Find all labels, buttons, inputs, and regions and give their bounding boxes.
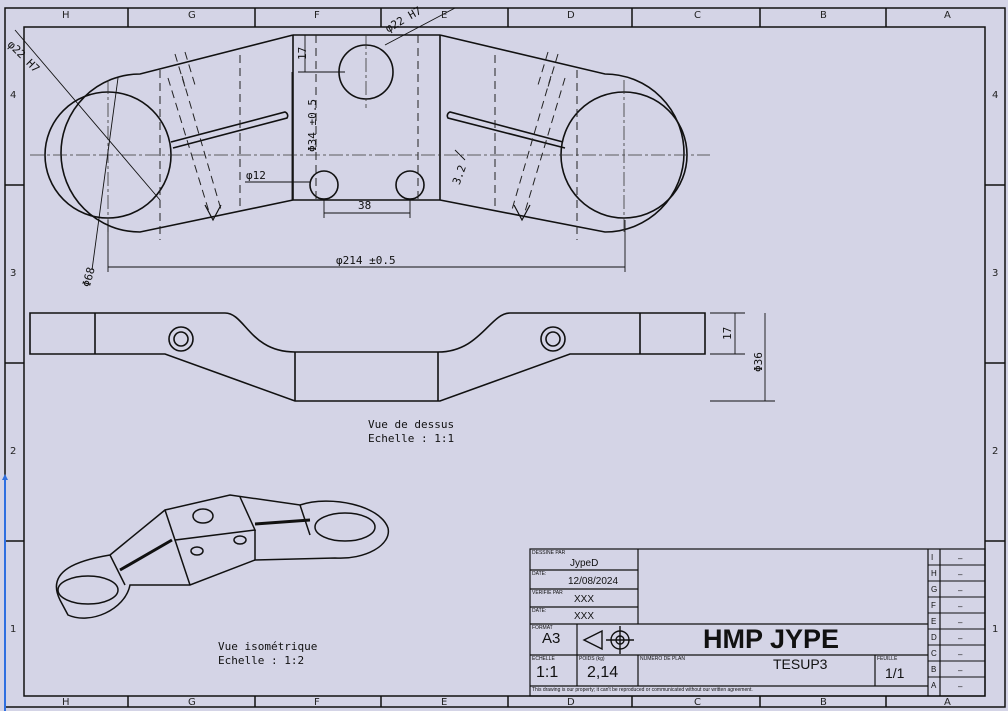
format-label: FORMAT — [532, 625, 553, 631]
zone-label-bottom-a: A — [944, 697, 951, 708]
zone-label-top-g: G — [188, 10, 196, 21]
zone-label-top-c: C — [694, 10, 701, 21]
zone-label-left-2: 2 — [10, 446, 17, 457]
dim-17-top: 17 — [296, 46, 309, 60]
revision-mark-e: – — [958, 618, 963, 627]
dimension-lines — [14, 7, 626, 272]
zone-label-bottom-h: H — [62, 697, 70, 708]
drill-points — [204, 204, 531, 222]
checked-date: XXX — [574, 611, 595, 622]
revision-letter-g: G — [931, 585, 938, 594]
zone-label-right-4: 4 — [992, 90, 999, 101]
revision-letter-d: D — [931, 633, 937, 642]
dim-dia-214: φ214 ±0.5 — [336, 254, 396, 267]
dim-12: φ12 — [246, 169, 266, 182]
zone-label-bottom-c: C — [694, 697, 701, 708]
revision-mark-d: – — [958, 634, 963, 643]
zone-label-right-2: 2 — [992, 446, 999, 457]
scale-label: ECHELLE — [532, 656, 555, 662]
disclaimer: This drawing is our property; it can't b… — [532, 687, 753, 693]
sheet-frame — [4, 7, 1006, 708]
top-view-hidden-lines — [159, 35, 578, 240]
title-block-frame — [529, 548, 986, 697]
revision-mark-g: – — [958, 586, 963, 595]
revision-mark-f: – — [958, 602, 963, 611]
company-name: HMP JYPE — [703, 624, 840, 654]
revision-letter-b: B — [931, 665, 937, 674]
zone-label-top-h: H — [62, 10, 70, 21]
zone-label-left-3: 3 — [10, 268, 17, 279]
revision-letter-e: E — [931, 617, 937, 626]
paper-format: A3 — [542, 630, 561, 647]
side-view-dims — [710, 312, 775, 402]
revision-mark-c: – — [958, 650, 963, 659]
zone-label-right-1: 1 — [992, 624, 999, 635]
zone-label-left-1: 1 — [10, 624, 17, 635]
selection-arrow-icon — [2, 474, 8, 480]
revision-letter-a: A — [931, 681, 937, 690]
revision-mark-b: – — [958, 666, 963, 675]
drawing-scale: 1:1 — [536, 664, 559, 681]
checked-by: XXX — [574, 594, 595, 605]
revision-letter-i: I — [931, 553, 934, 562]
side-view — [29, 312, 706, 402]
zone-label-bottom-f: F — [314, 697, 320, 708]
zone-label-right-3: 3 — [992, 268, 999, 279]
part-weight: 2,14 — [587, 664, 619, 681]
zone-label-top-d: D — [567, 10, 575, 21]
revision-letter-f: F — [931, 601, 936, 610]
revision-rows — [928, 564, 985, 678]
zone-label-bottom-d: D — [567, 697, 575, 708]
sheet-label: FEUILLE — [877, 656, 898, 662]
drawing-date: 12/08/2024 — [568, 576, 619, 587]
dim-dia-36: Φ36 — [752, 352, 765, 372]
iso-view-scale: Echelle : 1:2 — [218, 654, 305, 667]
revision-mark-h: – — [958, 570, 963, 579]
drawn-by-label: DESSINE PAR — [532, 550, 566, 556]
revision-letter-c: C — [931, 649, 937, 658]
zone-label-top-e: E — [441, 10, 448, 21]
projection-symbol — [582, 626, 634, 654]
top-view-center-lines — [30, 35, 710, 232]
part-number: TESUP3 — [773, 656, 828, 672]
date-label: DATE: — [532, 571, 547, 577]
zone-label-bottom-g: G — [188, 697, 196, 708]
selection-indicator[interactable] — [4, 478, 6, 711]
dim-34: Φ34 ±0.5 — [306, 99, 319, 152]
weight-label: POIDS (kg) — [579, 656, 605, 662]
date2-label: DATE: — [532, 608, 547, 614]
number-label: NUMERO DE PLAN — [640, 656, 686, 662]
top-view-title: Vue de dessus — [368, 418, 455, 431]
zone-label-left-4: 4 — [10, 90, 17, 101]
revision-mark-a: – — [958, 682, 963, 691]
zone-label-bottom-e: E — [441, 697, 448, 708]
revision-mark-i: – — [958, 554, 963, 563]
iso-view-title: Vue isométrique — [218, 640, 318, 653]
zone-label-top-f: F — [314, 10, 320, 21]
sheet-number: 1/1 — [885, 665, 905, 681]
revision-letter-h: H — [931, 569, 937, 578]
checked-label: VERIFIE PAR — [532, 590, 563, 596]
drawn-by: JypeD — [570, 558, 599, 569]
dim-38: 38 — [358, 199, 372, 212]
top-view-scale: Echelle : 1:1 — [368, 432, 455, 445]
zone-label-bottom-b: B — [820, 697, 827, 708]
dim-17-side: 17 — [721, 326, 734, 340]
isometric-view — [55, 494, 389, 619]
zone-ticks — [5, 8, 1005, 707]
zone-label-top-b: B — [820, 10, 827, 21]
zone-label-top-a: A — [944, 10, 951, 21]
